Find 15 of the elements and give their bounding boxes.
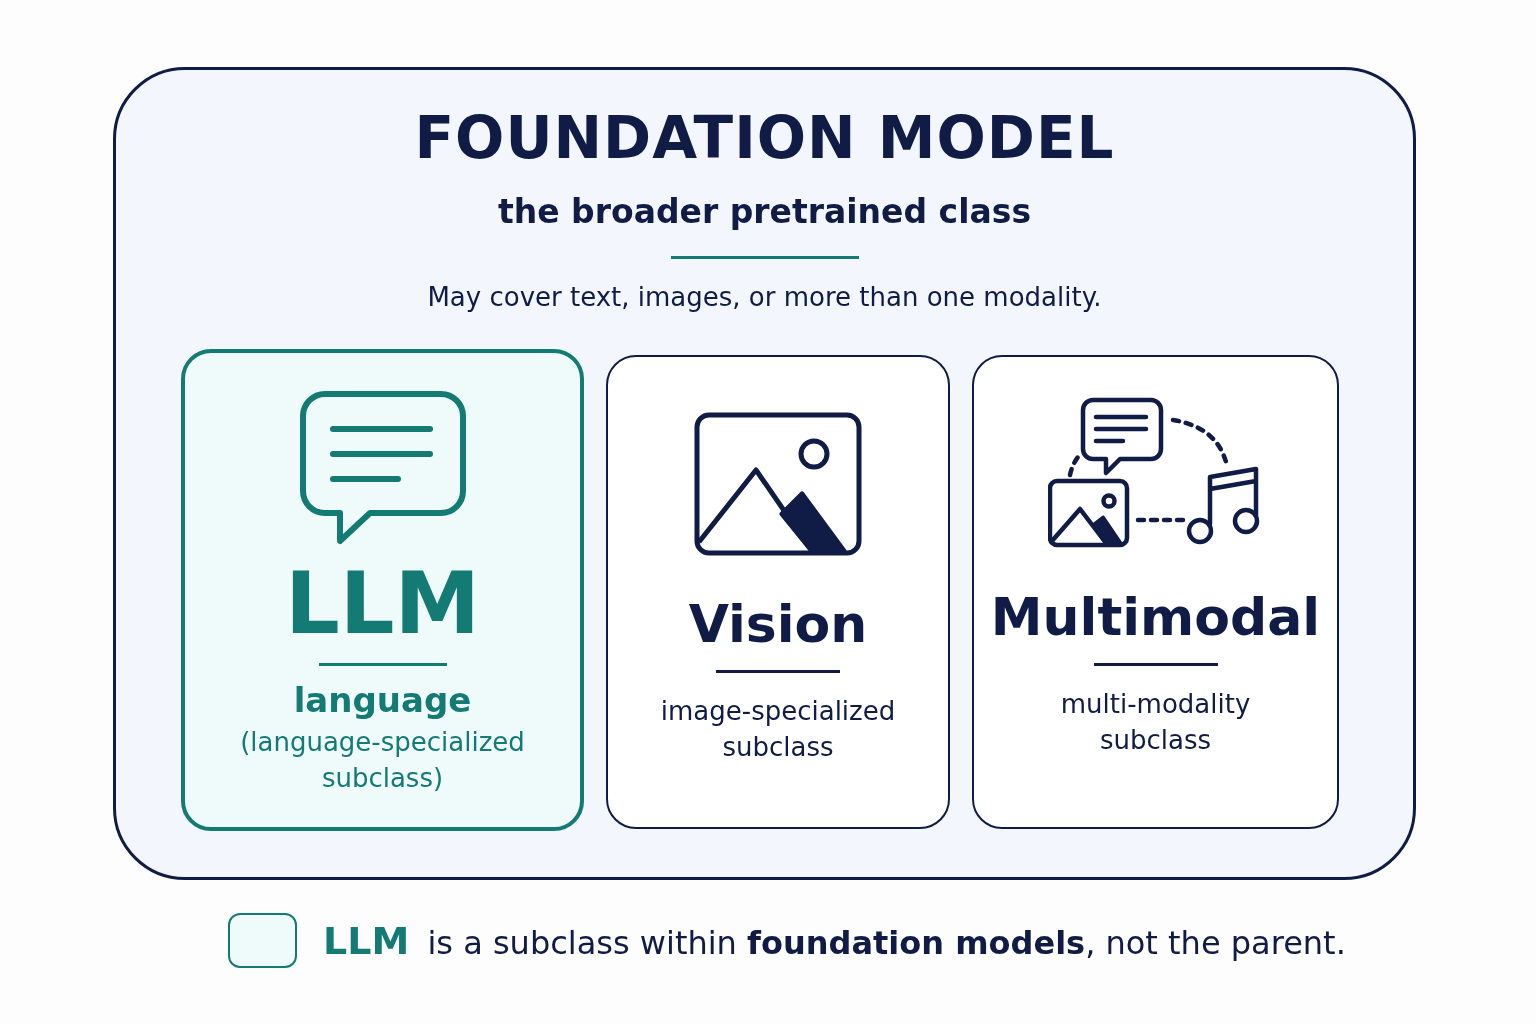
subclass-card [972,355,1339,829]
subclass-card [606,355,950,829]
card-title: LLM [284,553,481,653]
container-heading: FOUNDATION MODEL [413,104,1116,172]
subtitle: the broader pretrained class [496,192,1033,231]
card-description: multi-modality subclass [1059,688,1252,757]
card-title: Multimodal [990,587,1321,647]
class-container [113,67,1416,880]
card-description: image-specialized subclass [659,695,897,764]
subclass-card [181,349,584,831]
legend-text: LLM is a subclass within foundation models, not the parent. [323,918,1346,963]
card-title: Vision [688,594,868,654]
description-note: May cover text, images, or more than one modality. [426,282,1103,312]
card-description: (language-specialized subclass) [239,726,526,795]
card-subtitle: language [293,680,472,720]
